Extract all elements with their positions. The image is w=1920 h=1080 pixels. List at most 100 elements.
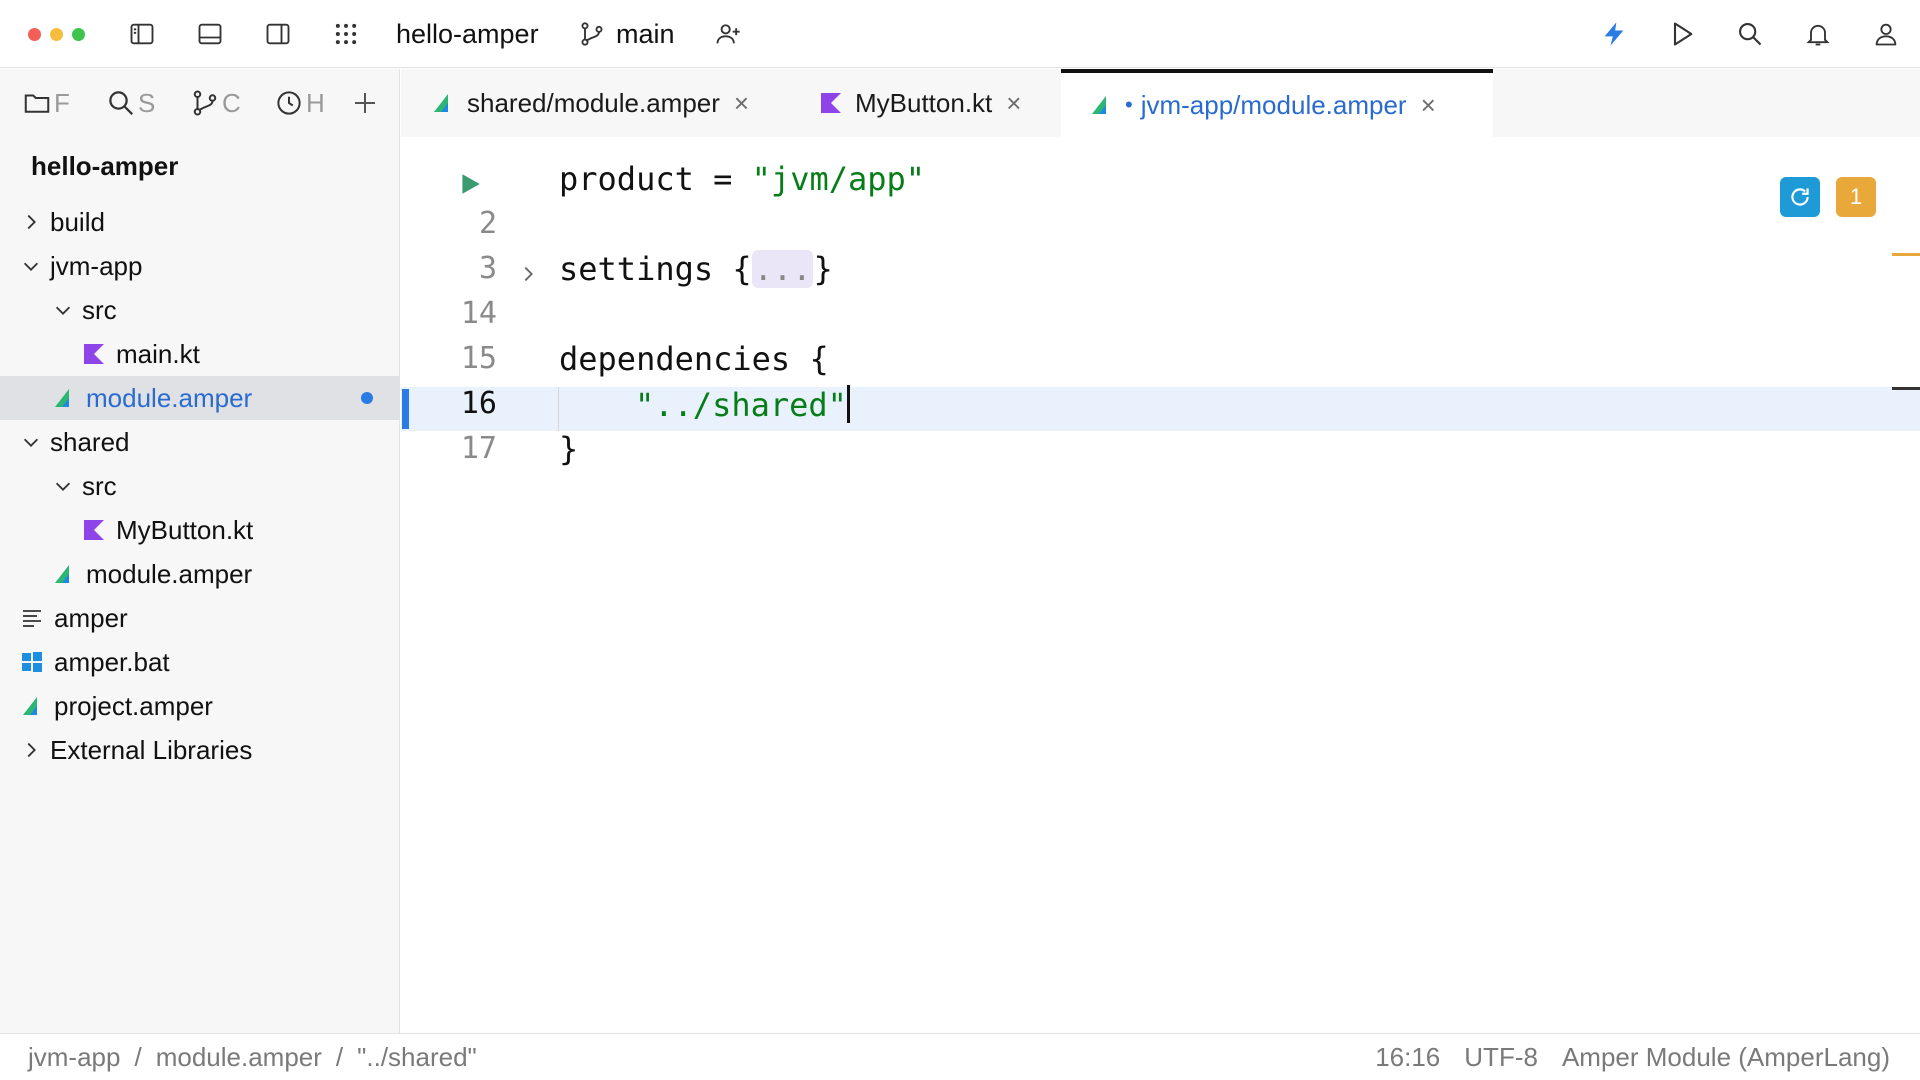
tree-item[interactable]: amper.bat bbox=[0, 640, 400, 684]
tree-item[interactable]: jvm-app bbox=[0, 244, 400, 288]
close-tab-icon[interactable]: × bbox=[1420, 89, 1436, 120]
tree-item[interactable]: src bbox=[0, 464, 400, 508]
file-language[interactable]: Amper Module (AmperLang) bbox=[1561, 1042, 1890, 1072]
amper-icon bbox=[1092, 96, 1106, 114]
code-line: settings {...} bbox=[559, 250, 833, 288]
warning-count-badge[interactable]: 1 bbox=[1836, 177, 1876, 217]
chevron-down-icon[interactable] bbox=[20, 431, 42, 453]
close-window-button[interactable] bbox=[28, 28, 41, 41]
run-gutter-icon[interactable] bbox=[457, 171, 483, 197]
current-line-highlight bbox=[401, 387, 1920, 431]
text-file-icon bbox=[23, 610, 41, 627]
tool-window-project[interactable]: F bbox=[22, 85, 70, 121]
tree-item-label: module.amper bbox=[86, 558, 253, 589]
lightning-icon[interactable] bbox=[1596, 16, 1632, 52]
status-widgets: 16:16 UTF-8 Amper Module (AmperLang) bbox=[1375, 1042, 1890, 1073]
folder-icon bbox=[24, 94, 50, 113]
tree-item[interactable]: project.amper bbox=[0, 684, 400, 728]
close-tab-icon[interactable]: × bbox=[733, 87, 750, 118]
tree-item[interactable]: shared bbox=[0, 420, 400, 464]
breadcrumb-item[interactable]: "../shared" bbox=[357, 1042, 477, 1072]
kotlin-icon bbox=[84, 344, 104, 364]
tree-item[interactable]: External Libraries bbox=[0, 728, 400, 772]
line-number: 16 bbox=[460, 386, 497, 421]
code-line: "../shared" bbox=[635, 385, 850, 424]
windows-icon bbox=[22, 652, 42, 672]
tab-mybutton-kt[interactable]: MyButton.kt × bbox=[819, 69, 1021, 137]
line-number: 15 bbox=[460, 341, 497, 376]
plus-icon bbox=[355, 93, 375, 113]
chevron-down-icon[interactable] bbox=[52, 299, 74, 321]
modified-dot: • bbox=[1125, 92, 1133, 117]
tree-item[interactable]: main.kt bbox=[0, 332, 400, 376]
text-caret bbox=[846, 385, 850, 423]
git-branch-icon bbox=[574, 16, 610, 52]
tool-window-search[interactable]: S bbox=[106, 85, 155, 121]
tree-item[interactable]: module.amper bbox=[0, 552, 400, 596]
changed-line-marker bbox=[402, 389, 409, 429]
modified-indicator-dot bbox=[361, 392, 373, 404]
amper-icon bbox=[55, 389, 69, 407]
tool-window-commit[interactable]: C bbox=[190, 85, 241, 121]
close-tab-icon[interactable]: × bbox=[1006, 87, 1022, 118]
tree-item-label: module.amper bbox=[86, 382, 253, 413]
tree-item-label: amper.bat bbox=[54, 646, 170, 677]
amper-icon bbox=[55, 565, 69, 583]
breadcrumb: jvm-app / module.amper / "../shared" bbox=[28, 1042, 477, 1073]
title-bar: hello-amper main bbox=[0, 0, 1920, 68]
breadcrumb-separator: / bbox=[134, 1042, 142, 1072]
add-tool-window-button[interactable] bbox=[350, 85, 380, 121]
tree-item-label: main.kt bbox=[116, 338, 200, 369]
tool-window-history[interactable]: H bbox=[274, 85, 325, 121]
amper-icon bbox=[23, 697, 37, 715]
tree-item-label: build bbox=[50, 206, 105, 237]
tree-item-label: shared bbox=[50, 426, 130, 457]
line-number: 17 bbox=[460, 431, 497, 466]
chevron-down-icon[interactable] bbox=[52, 475, 74, 497]
tree-item[interactable]: build bbox=[0, 200, 400, 244]
zoom-window-button[interactable] bbox=[72, 28, 85, 41]
tree-item-label: project.amper bbox=[54, 690, 213, 721]
tab-jvm-app-module-amper[interactable]: • jvm-app/module.amper × bbox=[1061, 69, 1493, 137]
chevron-right-icon[interactable] bbox=[517, 263, 539, 285]
bottom-panel-toggle-icon[interactable] bbox=[192, 16, 228, 52]
reload-project-button[interactable] bbox=[1780, 177, 1820, 217]
search-icon[interactable] bbox=[1732, 16, 1768, 52]
tree-item-label: jvm-app bbox=[50, 250, 143, 281]
chevron-right-icon[interactable] bbox=[20, 739, 42, 761]
breadcrumb-separator: / bbox=[335, 1042, 344, 1072]
file-encoding[interactable]: UTF-8 bbox=[1464, 1042, 1538, 1072]
add-user-icon[interactable] bbox=[710, 16, 746, 52]
code-editor[interactable]: 2 3 14 15 16 17 product = "jvm/app" sett… bbox=[401, 137, 1920, 1033]
tree-item[interactable]: module.amper bbox=[0, 376, 400, 420]
tree-item-label: External Libraries bbox=[50, 734, 253, 765]
left-sidebar-toggle-icon[interactable] bbox=[124, 16, 160, 52]
tree-item[interactable]: amper bbox=[0, 596, 400, 640]
project-name-button[interactable]: hello-amper bbox=[396, 19, 539, 49]
indent-guide bbox=[558, 387, 559, 431]
tree-item[interactable]: MyButton.kt bbox=[0, 508, 400, 552]
breadcrumb-item[interactable]: module.amper bbox=[155, 1042, 322, 1072]
right-sidebar-toggle-icon[interactable] bbox=[260, 16, 296, 52]
tab-shared-module-amper[interactable]: shared/module.amper × bbox=[431, 69, 749, 137]
chevron-right-icon[interactable] bbox=[20, 211, 42, 233]
git-branch-icon bbox=[193, 90, 217, 116]
code-line: dependencies { bbox=[559, 340, 829, 378]
caret-position[interactable]: 16:16 bbox=[1375, 1042, 1441, 1072]
tree-item[interactable]: src bbox=[0, 288, 400, 332]
run-icon[interactable] bbox=[1664, 16, 1700, 52]
editor-tab-bar: shared/module.amper × MyButton.kt × • jv… bbox=[401, 69, 1920, 137]
minimize-window-button[interactable] bbox=[50, 28, 63, 41]
kotlin-icon bbox=[84, 520, 104, 540]
chevron-down-icon[interactable] bbox=[20, 255, 42, 277]
notifications-bell-icon[interactable] bbox=[1800, 16, 1836, 52]
search-icon bbox=[109, 91, 134, 116]
breadcrumb-item[interactable]: jvm-app bbox=[28, 1042, 121, 1072]
folded-region[interactable]: ... bbox=[751, 250, 814, 288]
main-menu-grid-icon[interactable] bbox=[328, 16, 364, 52]
clock-icon bbox=[277, 91, 301, 115]
scrollbar-warning-marker[interactable] bbox=[1892, 253, 1920, 256]
branch-button[interactable]: main bbox=[616, 19, 675, 49]
account-user-icon[interactable] bbox=[1868, 16, 1904, 52]
